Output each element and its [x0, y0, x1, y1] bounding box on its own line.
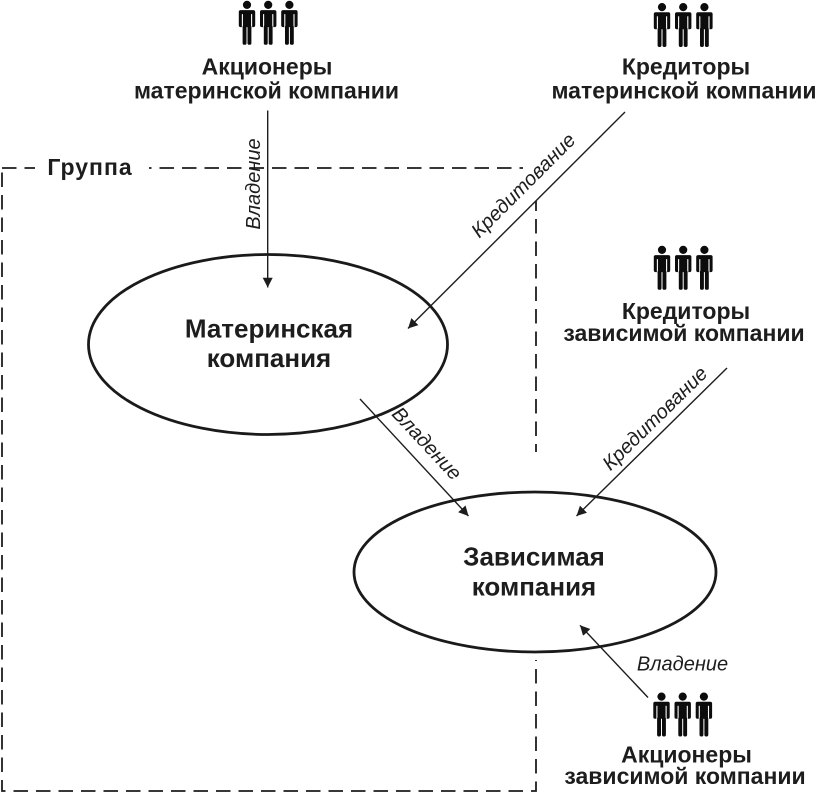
- svg-text:зависимой компании: зависимой компании: [564, 763, 805, 789]
- svg-text:материнской компании: материнской компании: [551, 77, 815, 103]
- svg-text:зависимой компании: зависимой компании: [563, 320, 804, 346]
- svg-text:Кредиторы: Кредиторы: [622, 298, 750, 324]
- svg-text:Группа: Группа: [47, 154, 132, 180]
- svg-text:Акционеры: Акционеры: [202, 53, 333, 79]
- svg-text:Кредиторы: Кредиторы: [622, 53, 750, 79]
- svg-text:компания: компания: [472, 571, 596, 601]
- svg-text:компания: компания: [207, 343, 331, 373]
- svg-text:Материнская: Материнская: [185, 314, 353, 344]
- svg-text:Владение: Владение: [243, 138, 265, 229]
- svg-text:Акционеры: Акционеры: [621, 741, 752, 767]
- svg-text:Зависимая: Зависимая: [463, 541, 605, 571]
- svg-text:Владение: Владение: [637, 654, 728, 676]
- svg-text:материнской компании: материнской компании: [134, 77, 399, 103]
